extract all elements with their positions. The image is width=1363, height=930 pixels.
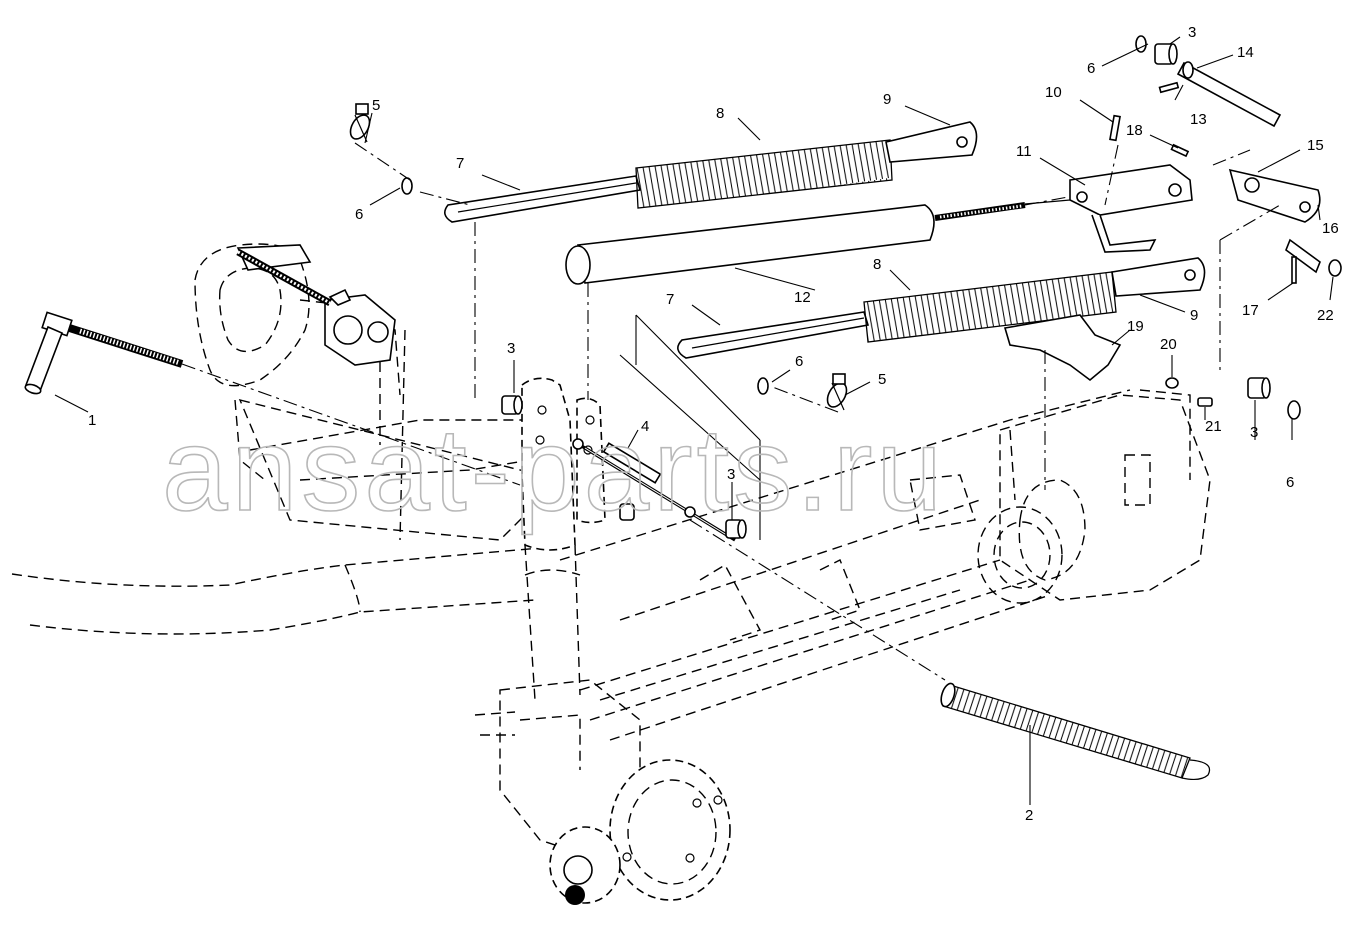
callout-11: 11 xyxy=(1016,143,1032,160)
callout-19: 19 xyxy=(1127,318,1144,335)
callout-1: 1 xyxy=(88,412,96,429)
callouts: 1 2 3 3 3 3 4 5 5 6 6 6 6 7 7 8 8 9 9 10… xyxy=(88,24,1339,824)
callout-22: 22 xyxy=(1317,307,1334,324)
callout-7: 7 xyxy=(456,155,464,172)
callout-12: 12 xyxy=(794,289,811,306)
lynch-pins xyxy=(349,103,848,411)
callout-10: 10 xyxy=(1045,84,1062,101)
center-upright xyxy=(521,377,606,551)
bushing-d xyxy=(1154,43,1178,65)
callout-8: 8 xyxy=(873,256,881,273)
top-left-bracket xyxy=(236,244,396,366)
part-14-shaft xyxy=(1158,61,1282,128)
top-threaded-rod xyxy=(236,248,332,307)
part-4-link-rod xyxy=(572,438,736,542)
callout-16: 16 xyxy=(1322,220,1339,237)
callout-4: 4 xyxy=(641,418,649,435)
watermark: ansat-parts.ru xyxy=(162,404,946,536)
callout-14: 14 xyxy=(1237,44,1254,61)
right-hub xyxy=(977,506,1063,604)
pin-b xyxy=(826,373,848,411)
callout-6: 6 xyxy=(795,353,803,370)
bushing-a xyxy=(501,395,523,415)
pin-a xyxy=(349,103,371,143)
callout-3: 3 xyxy=(1188,24,1196,41)
part-10-pin xyxy=(1109,114,1121,142)
callout-2: 2 xyxy=(1025,807,1033,824)
part-19-plate xyxy=(1003,314,1122,382)
callout-20: 20 xyxy=(1160,336,1177,353)
callout-18: 18 xyxy=(1126,122,1143,139)
part-11-bracket xyxy=(1069,164,1193,253)
bushing-b xyxy=(725,519,747,539)
callout-6: 6 xyxy=(1087,60,1095,77)
callout-21: 21 xyxy=(1205,418,1222,435)
callout-3: 3 xyxy=(727,466,735,483)
callout-3: 3 xyxy=(1250,424,1258,441)
callout-8: 8 xyxy=(716,105,724,122)
callout-15: 15 xyxy=(1307,137,1324,154)
part-20-21-fasteners xyxy=(1165,377,1213,407)
callout-13: 13 xyxy=(1190,111,1207,128)
part-12-cylinder xyxy=(565,199,1071,285)
callout-3: 3 xyxy=(507,340,515,357)
bushing-c xyxy=(1247,377,1271,399)
callout-5: 5 xyxy=(878,371,886,388)
callout-9: 9 xyxy=(883,91,891,108)
callout-6: 6 xyxy=(355,206,363,223)
part-2-spring xyxy=(940,682,1211,781)
leader-lines xyxy=(54,36,1334,805)
part-18-pin xyxy=(1170,143,1190,158)
left-hub xyxy=(549,759,731,905)
callout-6: 6 xyxy=(1286,474,1294,491)
part-15-plate xyxy=(1228,168,1321,223)
bushings xyxy=(501,43,1271,539)
part-1-threaded-rod xyxy=(24,311,184,395)
lower-spring-assembly xyxy=(677,257,1206,359)
upper-spring-assembly xyxy=(444,121,978,223)
part-16-pin xyxy=(1285,238,1342,284)
callout-17: 17 xyxy=(1242,302,1259,319)
callout-9: 9 xyxy=(1190,307,1198,324)
callout-7: 7 xyxy=(666,291,674,308)
callout-5: 5 xyxy=(372,97,380,114)
washers xyxy=(401,35,1301,420)
